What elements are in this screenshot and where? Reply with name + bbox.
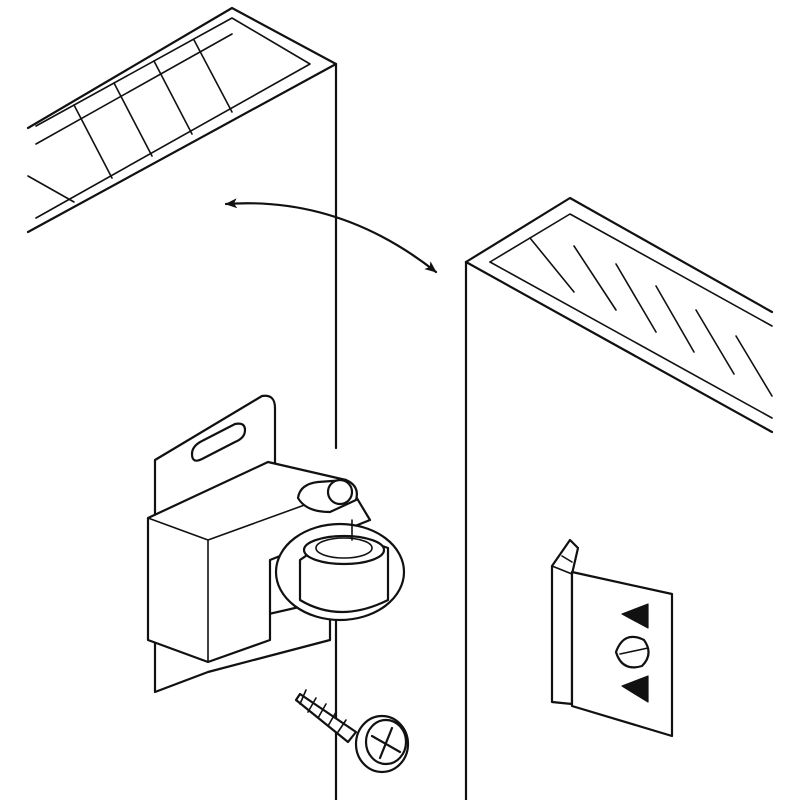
swing-arrow (224, 198, 438, 274)
strike-plate (550, 538, 674, 738)
cabinet-right (464, 196, 774, 800)
screw (294, 689, 410, 774)
roller-catch (146, 394, 406, 694)
